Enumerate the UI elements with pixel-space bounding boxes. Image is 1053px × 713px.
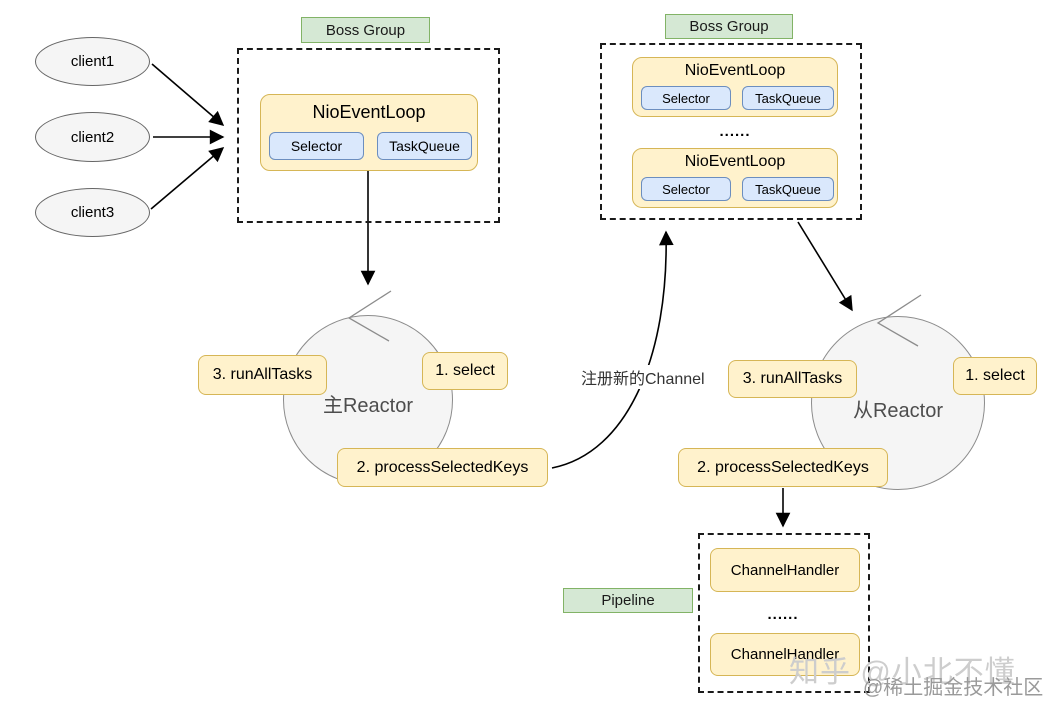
worker-group-ellipsis: ...... — [719, 123, 751, 140]
pipeline-container — [698, 533, 870, 693]
boss-group-left-label: Boss Group — [301, 17, 430, 43]
boss-eventloop-node: NioEventLoop Selector TaskQueue — [260, 94, 478, 171]
worker-eventloop-2-title: NioEventLoop — [684, 153, 786, 170]
boss-group-left-container — [237, 48, 500, 223]
arrow-client3-to-bossgroup — [150, 147, 225, 210]
sub-reactor-step-processselectedkeys: 2. processSelectedKeys — [678, 448, 888, 487]
sub-reactor-name: 从Reactor — [852, 400, 944, 422]
boss-group-right-container — [600, 43, 862, 220]
register-channel-edge-label: 注册新的Channel — [579, 365, 707, 389]
client1-node: client1 — [35, 37, 150, 86]
channel-handler-node-2: ChannelHandler — [710, 633, 860, 676]
main-reactor-step-processselectedkeys: 2. processSelectedKeys — [337, 448, 548, 487]
sub-reactor-step-select: 1. select — [953, 357, 1037, 395]
worker-eventloop-node-2: NioEventLoop Selector TaskQueue — [632, 148, 838, 208]
channel-handler-node-1: ChannelHandler — [710, 548, 860, 592]
arrow-workergroup-to-sub-reactor — [797, 221, 853, 312]
sub-reactor-step-runalltasks: 3. runAllTasks — [728, 360, 857, 398]
watermark-juejin: @稀土掘金技术社区 — [863, 677, 1044, 699]
worker-eventloop-1-title: NioEventLoop — [684, 62, 786, 79]
worker-eventloop-node-1: NioEventLoop Selector TaskQueue — [632, 57, 838, 117]
main-reactor-step-runalltasks: 3. runAllTasks — [198, 355, 327, 395]
arrow-client1-to-bossgroup — [151, 63, 225, 126]
boss-eventloop-title: NioEventLoop — [312, 102, 426, 122]
worker-taskqueue-node-1: TaskQueue — [742, 86, 834, 110]
watermark-zhihu: 知乎 @小北不懂 — [789, 656, 1016, 689]
client2-node: client2 — [35, 112, 150, 162]
arrow-register-new-channel — [551, 230, 674, 469]
boss-group-right-label: Boss Group — [665, 14, 793, 39]
pipeline-label: Pipeline — [563, 588, 693, 613]
main-reactor-step-select: 1. select — [422, 352, 508, 390]
client3-node: client3 — [35, 188, 150, 237]
worker-selector-node-2: Selector — [641, 177, 731, 201]
boss-taskqueue-node: TaskQueue — [377, 132, 472, 160]
boss-selector-node: Selector — [269, 132, 364, 160]
pipeline-ellipsis: ...... — [767, 606, 799, 623]
worker-taskqueue-node-2: TaskQueue — [742, 177, 834, 201]
worker-selector-node-1: Selector — [641, 86, 731, 110]
main-reactor-name: 主Reactor — [322, 395, 414, 417]
